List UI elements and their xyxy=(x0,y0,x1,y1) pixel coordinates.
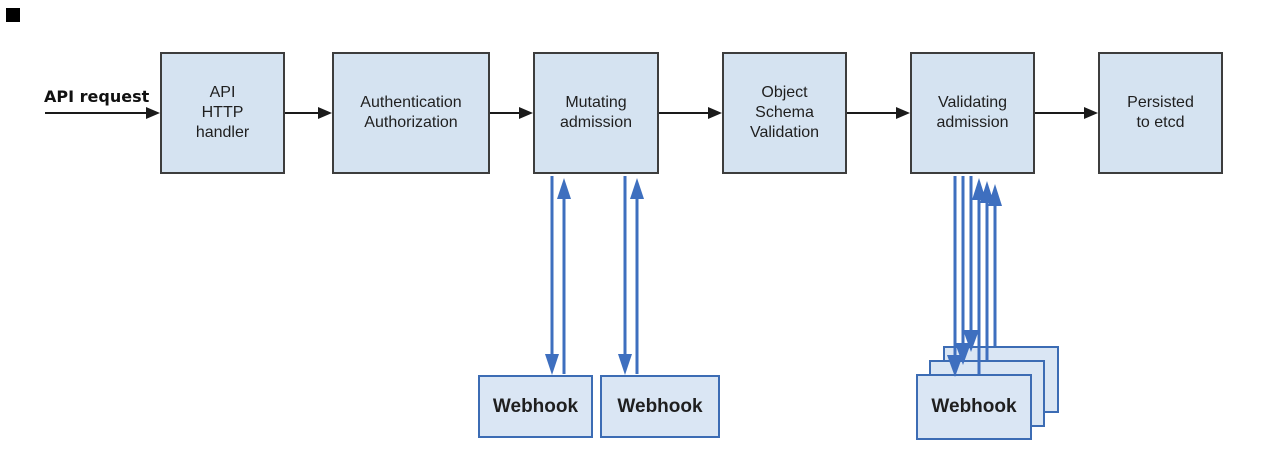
corner-marker xyxy=(6,8,20,22)
api-request-label: API request xyxy=(44,87,150,106)
node-persisted-to-etcd-label: Persisted to etcd xyxy=(1127,94,1194,131)
node-object-schema-validation-label: Object Schema Validation xyxy=(749,84,820,141)
node-api-http-handler: API HTTP handler xyxy=(160,52,285,174)
mutating-webhook-2-label: Webhook xyxy=(617,395,703,417)
node-validating-admission: Validating admission xyxy=(910,52,1035,174)
mutating-webhook-2-up-arrow xyxy=(630,178,644,374)
validating-up-arrow-1 xyxy=(972,178,986,374)
arrow-mutating-to-schema xyxy=(659,107,722,119)
node-mutating-admission-label: Mutating admission xyxy=(559,94,633,131)
validating-down-arrow-2 xyxy=(955,176,971,365)
node-api-http-handler-label: API HTTP handler xyxy=(195,84,250,141)
arrow-schema-to-validating xyxy=(847,107,910,119)
arrow-api-request xyxy=(45,107,160,119)
mutating-webhook-2: Webhook xyxy=(600,375,720,438)
arrow-auth-to-mutating xyxy=(490,107,533,119)
validating-down-arrow-3 xyxy=(963,176,979,352)
node-validating-admission-label: Validating admission xyxy=(936,94,1009,131)
validating-webhook-stack-front: Webhook xyxy=(916,374,1032,440)
node-authentication-authorization: Authentication Authorization xyxy=(332,52,490,174)
validating-up-arrow-2 xyxy=(980,181,994,360)
mutating-webhook-1-down-arrow xyxy=(545,176,559,375)
validating-webhook-label: Webhook xyxy=(931,396,1017,417)
node-object-schema-validation: Object Schema Validation xyxy=(722,52,847,174)
mutating-webhook-1-label: Webhook xyxy=(492,395,579,417)
node-mutating-admission: Mutating admission xyxy=(533,52,659,174)
validating-up-arrow-3 xyxy=(988,184,1002,346)
mutating-webhook-1-up-arrow xyxy=(557,178,571,374)
arrow-handler-to-auth xyxy=(285,107,332,119)
mutating-webhook-arrows xyxy=(545,176,644,375)
node-authentication-authorization-label: Authentication Authorization xyxy=(360,94,462,131)
mutating-webhook-2-down-arrow xyxy=(618,176,632,375)
node-persisted-to-etcd: Persisted to etcd xyxy=(1098,52,1223,174)
arrow-validating-to-etcd xyxy=(1035,107,1098,119)
mutating-webhook-1: Webhook xyxy=(478,375,593,438)
